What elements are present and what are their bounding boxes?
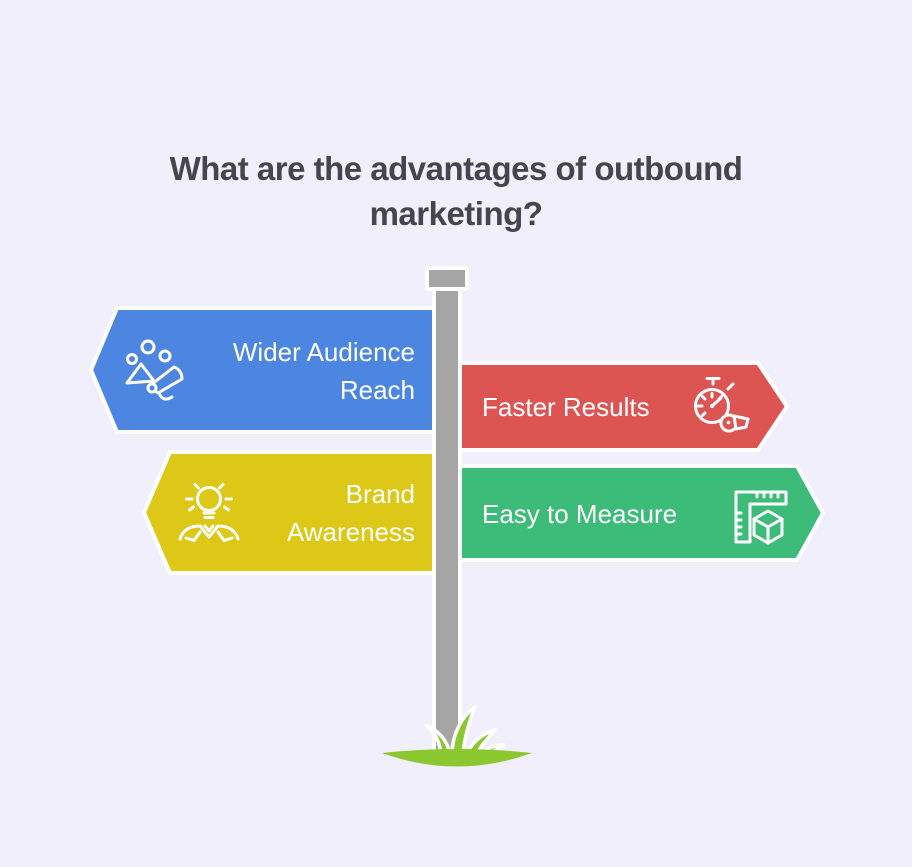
- label-line: Brand: [345, 479, 415, 509]
- page-title: What are the advantages of outbound mark…: [169, 150, 743, 232]
- audience-megaphone-icon: [125, 339, 184, 401]
- grass-tuft: [425, 705, 506, 757]
- pole: [432, 285, 462, 754]
- sign-label-brand-awareness: Brand Awareness: [180, 475, 415, 551]
- grass-mound: [382, 749, 532, 767]
- grass: [382, 705, 532, 767]
- label-line: Easy to Measure: [482, 499, 678, 529]
- lightbulb-hands-icon: [178, 483, 240, 542]
- sign-faster-results: [445, 361, 789, 452]
- pole-cap: [425, 266, 469, 291]
- label-line: Awareness: [286, 517, 415, 547]
- ruler-cube-icon: [734, 490, 788, 545]
- label-line: Reach: [339, 375, 415, 405]
- sign-label-wider-audience-reach: Wider Audience Reach: [150, 333, 415, 409]
- sign-label-faster-results: Faster Results: [482, 388, 722, 426]
- label-line: Wider Audience: [232, 337, 415, 367]
- stopwatch-whistle-icon: [694, 377, 750, 433]
- signpost-pole: [425, 266, 469, 754]
- sign-label-easy-to-measure: Easy to Measure: [482, 495, 742, 533]
- label-line: Faster Results: [482, 392, 650, 422]
